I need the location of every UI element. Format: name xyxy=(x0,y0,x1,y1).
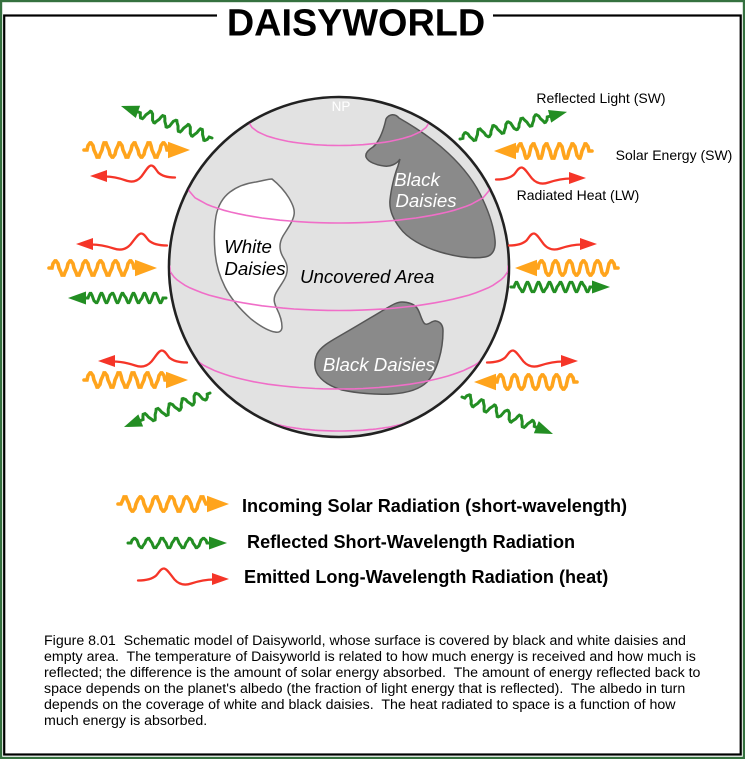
svg-text:Reflected Short-Wavelength Rad: Reflected Short-Wavelength Radiation xyxy=(247,532,575,552)
svg-text:empty area. The temperature o: empty area. The temperature of Daisyworl… xyxy=(44,649,696,665)
svg-text:Radiated Heat (LW): Radiated Heat (LW) xyxy=(517,187,640,203)
svg-text:White: White xyxy=(224,236,272,257)
svg-text:Incoming Solar Radiation (shor: Incoming Solar Radiation (short-waveleng… xyxy=(242,496,627,516)
svg-text:Black: Black xyxy=(394,169,441,190)
svg-text:DAISYWORLD: DAISYWORLD xyxy=(227,3,485,45)
svg-text:Figure 8.01 Schematic model o: Figure 8.01 Schematic model of Daisyworl… xyxy=(44,633,686,649)
svg-text:depends on the coverage of whi: depends on the coverage of white and bla… xyxy=(44,697,676,713)
svg-text:Daisies: Daisies xyxy=(395,190,456,211)
svg-text:Emitted Long-Wavelength Radiat: Emitted Long-Wavelength Radiation (heat) xyxy=(244,567,608,587)
svg-text:Reflected Light (SW): Reflected Light (SW) xyxy=(536,90,665,106)
svg-text:NP: NP xyxy=(332,99,351,114)
svg-text:Daisies: Daisies xyxy=(224,258,285,279)
svg-text:reflected; the difference is t: reflected; the difference is the amount … xyxy=(44,665,701,681)
svg-text:space depends on the planet's: space depends on the planet's albedo (th… xyxy=(44,681,685,697)
svg-text:Solar Energy (SW): Solar Energy (SW) xyxy=(616,147,733,163)
svg-text:much energy is absorbed.: much energy is absorbed. xyxy=(44,713,207,729)
svg-text:Uncovered Area: Uncovered Area xyxy=(300,266,434,287)
svg-text:Black Daisies: Black Daisies xyxy=(323,354,435,375)
